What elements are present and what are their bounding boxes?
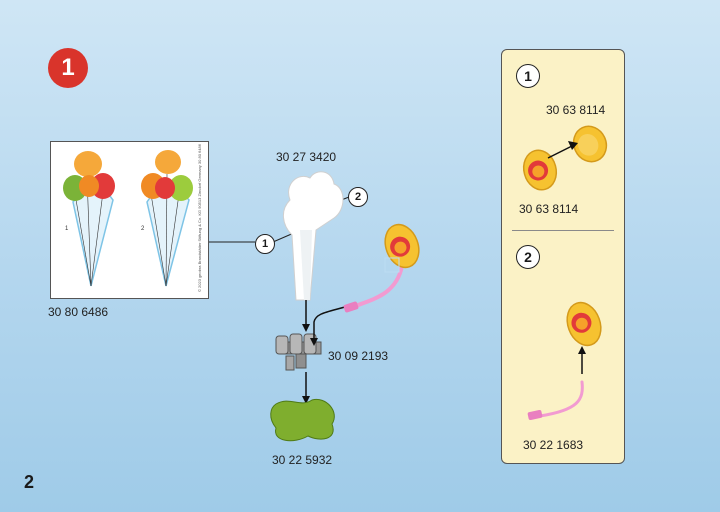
base-piece	[270, 398, 335, 442]
substep-1-part-bottom: 30 63 8114	[519, 202, 579, 216]
balloon-bunch-2	[141, 150, 193, 287]
part-number-connector: 30 09 2193	[328, 349, 389, 363]
callout-1: 1	[255, 234, 275, 254]
substep-2-badge: 2	[516, 245, 540, 269]
part-number-base: 30 22 5932	[272, 453, 333, 467]
sticker-fine-print: © 2023 geobra Brandstätter Stiftung & Co…	[197, 143, 202, 292]
substep-1-arrow	[547, 145, 573, 159]
substep-1-balloon	[522, 149, 558, 191]
sticker-sheet: 1 2 © 2023 geobra Brandstätter Stiftung …	[50, 141, 209, 299]
substep-1-part-top: 30 63 8114	[546, 103, 606, 117]
substep-2-balloon	[566, 301, 602, 347]
sticker-sheet-art: 1 2 © 2023 geobra Brandstätter Stiftung …	[63, 143, 202, 292]
part-number-sticker-sheet: 30 80 6486	[48, 305, 109, 319]
callout-2: 2	[348, 187, 368, 207]
substep-1-badge: 1	[516, 64, 540, 88]
substep-2-part: 30 22 1683	[523, 438, 584, 452]
substep-1-sticker	[572, 125, 608, 163]
lion-balloon	[384, 223, 420, 269]
panel-divider	[512, 230, 614, 231]
sticker-position-2: 2	[141, 226, 145, 232]
sticker-position-1: 1	[65, 226, 69, 232]
substep-2-stick	[538, 380, 584, 418]
bg-marker	[384, 257, 400, 273]
part-number-cloud: 30 27 3420	[276, 150, 337, 164]
cloud-piece	[283, 171, 344, 301]
step-number-badge: 1	[48, 48, 88, 88]
balloon-bunch-1	[63, 151, 115, 287]
page-number: 2	[24, 472, 35, 492]
connector-piece	[275, 333, 322, 371]
